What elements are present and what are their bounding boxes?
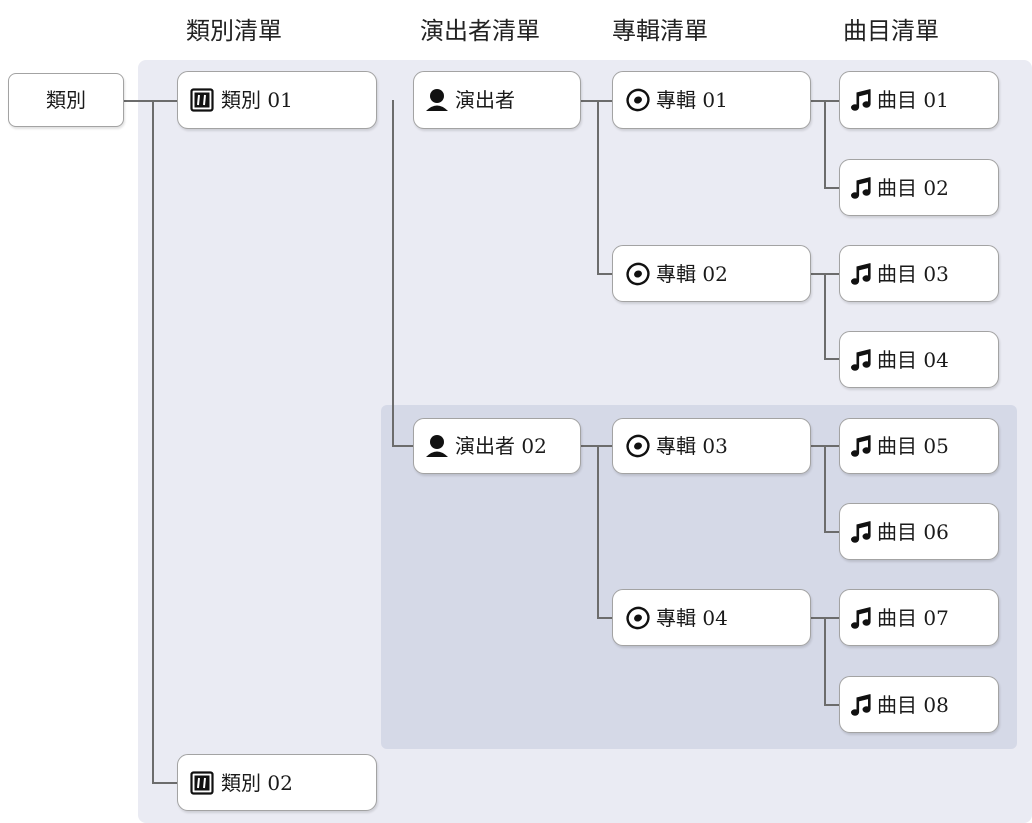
music-note-icon	[850, 347, 874, 373]
performer-label: 演出者 02	[455, 434, 547, 458]
root-category-label: 類別	[46, 88, 86, 112]
connector-line	[824, 445, 826, 532]
album-disc-icon	[625, 261, 651, 287]
track-node-01[interactable]: 曲目 01	[839, 71, 999, 129]
track-label: 曲目 01	[877, 88, 949, 112]
category-label: 類別 02	[221, 770, 293, 795]
music-note-icon	[850, 519, 874, 545]
track-node-06[interactable]: 曲目 06	[839, 503, 999, 560]
header-track-list: 曲目清單	[843, 17, 939, 45]
album-label: 專輯 04	[656, 605, 728, 630]
connector-line	[824, 531, 840, 533]
track-label: 曲目 06	[877, 519, 949, 544]
connector-line	[824, 187, 840, 189]
performer-label: 演出者	[455, 88, 515, 112]
track-label: 曲目 08	[877, 692, 949, 717]
connector-line	[597, 100, 599, 274]
track-node-05[interactable]: 曲目 05	[839, 418, 999, 474]
header-performer-list: 演出者清單	[420, 17, 540, 45]
connector-line	[824, 617, 826, 705]
track-label: 曲目 07	[877, 605, 949, 630]
category-icon	[190, 770, 214, 795]
connector-line	[824, 273, 826, 359]
music-note-icon	[850, 433, 874, 459]
album-node-01[interactable]: 專輯 01	[612, 71, 811, 129]
music-note-icon	[850, 261, 874, 287]
track-label: 曲目 04	[877, 347, 949, 372]
album-label: 專輯 02	[656, 261, 728, 286]
header-album-list: 專輯清單	[612, 17, 708, 45]
performer-node-01[interactable]: 演出者	[413, 71, 581, 129]
album-node-04[interactable]: 專輯 04	[612, 589, 811, 646]
track-label: 曲目 03	[877, 261, 949, 286]
header-category-list: 類別清單	[186, 17, 282, 45]
category-icon	[190, 88, 214, 112]
connector-line	[597, 273, 614, 275]
connector-line	[152, 100, 154, 783]
album-disc-icon	[625, 433, 651, 459]
category-node-01[interactable]: 類別 01	[177, 71, 377, 129]
album-disc-icon	[625, 605, 651, 631]
performer-icon	[424, 87, 450, 113]
connector-line	[824, 704, 840, 706]
connector-line	[392, 445, 414, 447]
performer-icon	[424, 433, 450, 459]
music-note-icon	[850, 87, 874, 113]
track-node-08[interactable]: 曲目 08	[839, 676, 999, 733]
connector-line	[824, 100, 826, 188]
music-note-icon	[850, 605, 874, 631]
music-note-icon	[850, 175, 874, 201]
album-node-03[interactable]: 專輯 03	[612, 418, 811, 474]
track-label: 曲目 02	[877, 175, 949, 200]
connector-line	[392, 100, 394, 446]
connector-line	[597, 445, 599, 618]
album-label: 專輯 01	[656, 88, 728, 112]
track-label: 曲目 05	[877, 434, 949, 458]
connector-line	[597, 617, 614, 619]
category-label: 類別 01	[221, 88, 293, 112]
album-label: 專輯 03	[656, 434, 728, 458]
performer-node-02[interactable]: 演出者 02	[413, 418, 581, 474]
connector-line	[824, 358, 840, 360]
track-node-04[interactable]: 曲目 04	[839, 331, 999, 388]
connector-line	[124, 100, 178, 102]
album-node-02[interactable]: 專輯 02	[612, 245, 811, 302]
track-node-03[interactable]: 曲目 03	[839, 245, 999, 302]
album-disc-icon	[625, 87, 651, 113]
track-node-07[interactable]: 曲目 07	[839, 589, 999, 646]
music-note-icon	[850, 692, 874, 718]
track-node-02[interactable]: 曲目 02	[839, 159, 999, 216]
connector-line	[152, 782, 178, 784]
root-category-node[interactable]: 類別	[8, 73, 124, 127]
category-node-02[interactable]: 類別 02	[177, 754, 377, 811]
